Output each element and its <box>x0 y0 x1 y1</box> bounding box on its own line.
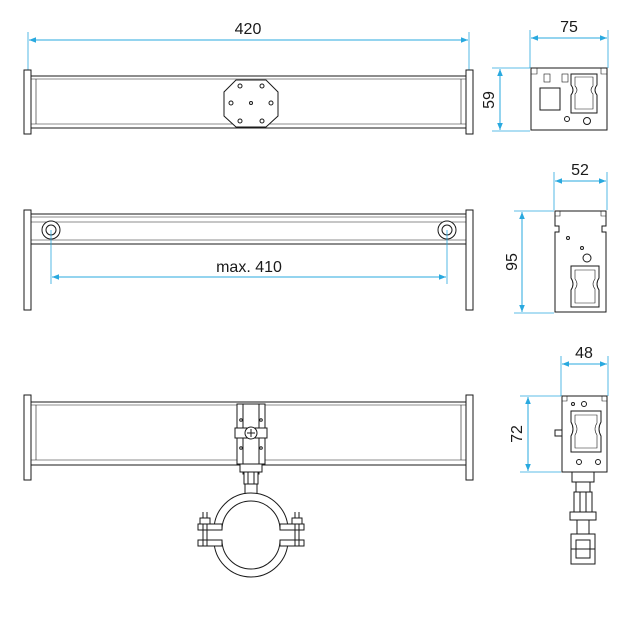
side-profile-body <box>561 395 608 473</box>
rail-end-left <box>23 209 32 311</box>
bracket-neck <box>243 471 259 485</box>
clamp-flange <box>197 539 223 547</box>
dim-52-label: 52 <box>571 162 589 179</box>
bracket-hole <box>239 418 243 422</box>
hanger-part <box>576 519 590 535</box>
plate-hole <box>259 118 265 124</box>
side-profile-slot <box>539 87 561 111</box>
bottom-side-view: 48 72 <box>509 345 609 565</box>
pipe-clamp <box>197 484 305 578</box>
side-profile-hole <box>582 253 592 263</box>
side-profile-slot <box>570 265 600 308</box>
plate-hole <box>268 100 274 106</box>
side-profile-detail <box>562 396 568 402</box>
side-profile-hole <box>583 117 591 125</box>
clamp-flange <box>279 523 305 531</box>
pipe-clamp-ring <box>221 500 281 531</box>
top-rail-front-view: 420 <box>23 21 474 135</box>
hanger-assembly <box>569 471 597 565</box>
hanger-part <box>571 471 595 483</box>
side-profile-detail <box>543 73 551 83</box>
side-profile-body <box>530 67 608 131</box>
side-profile-tab <box>554 429 563 437</box>
middle-side-view: 52 95 <box>504 162 608 314</box>
pipe-clamp-ring <box>213 492 289 531</box>
side-profile-detail <box>601 396 607 402</box>
hanger-part <box>573 491 593 513</box>
rail-end-right <box>465 209 474 311</box>
bracket-hole <box>259 418 263 422</box>
dim-95-label: 95 <box>504 253 521 271</box>
side-profile-detail <box>555 211 561 217</box>
dim-72-label: 72 <box>509 425 526 443</box>
side-profile-detail <box>531 68 538 75</box>
side-profile-detail <box>600 68 607 75</box>
side-profile-hole <box>581 401 587 407</box>
hanger-part <box>575 481 591 493</box>
plate-hole <box>259 83 265 89</box>
rail-end-right <box>465 394 474 481</box>
bracket-hole <box>259 446 263 450</box>
side-profile-slot <box>570 73 598 114</box>
side-profile-detail <box>574 414 598 449</box>
clamp-nut <box>291 517 303 525</box>
bracket-base <box>239 463 263 473</box>
top-side-view: 75 59 <box>481 19 609 132</box>
side-profile-hole <box>595 459 601 465</box>
bracket-hole <box>239 446 243 450</box>
rail-end-right <box>465 69 474 135</box>
dim-420-label: 420 <box>235 21 262 38</box>
side-profile-hole <box>580 246 584 250</box>
side-profile-detail <box>574 76 594 110</box>
plate-hole <box>249 101 253 105</box>
side-profile-slot <box>570 410 602 453</box>
dim-75-label: 75 <box>560 19 578 36</box>
side-profile-body <box>554 210 607 313</box>
dim-59-label: 59 <box>481 91 498 109</box>
dim-48-label: 48 <box>575 345 593 362</box>
side-profile-detail <box>600 211 606 217</box>
pipe-clamp-ring <box>221 539 281 570</box>
bottom-rail-front-view <box>23 394 474 578</box>
clamp-flange <box>279 539 305 547</box>
middle-rail-front-view: max. 410 <box>23 209 474 311</box>
side-profile-hole <box>564 116 570 122</box>
hanger-part <box>569 511 597 521</box>
side-profile-hole <box>576 459 582 465</box>
side-profile-hole <box>566 236 570 240</box>
plate-hole <box>237 83 243 89</box>
rail-end-left <box>23 394 32 481</box>
rail-end-left <box>23 69 32 135</box>
plate-hole <box>237 118 243 124</box>
mounting-plate <box>223 79 279 128</box>
side-profile-detail <box>561 73 569 83</box>
clamp-nut <box>199 517 211 525</box>
clamp-flange <box>197 523 223 531</box>
dim-410-label: max. 410 <box>216 259 282 276</box>
side-profile-hole <box>571 402 575 406</box>
side-profile-detail <box>574 269 596 304</box>
plate-hole <box>228 100 234 106</box>
pipe-clamp-ring <box>213 539 289 578</box>
